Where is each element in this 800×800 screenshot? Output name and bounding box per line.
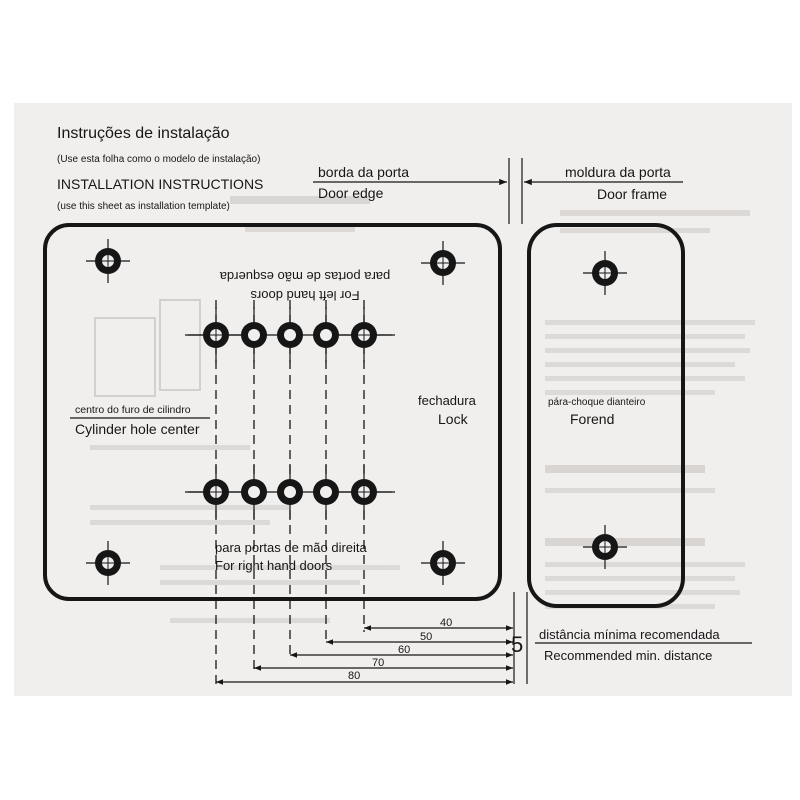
lock-hole-upper-1: [188, 307, 244, 363]
lock-hole-lower-5: [336, 464, 392, 520]
lock-hole-lower-4: [313, 464, 339, 520]
left-hand-label-group: For left hand doors para portas de mão e…: [219, 269, 390, 303]
dimension-40-label: 40: [440, 617, 452, 629]
left-hand-label-pt: para portas de mão esquerda: [219, 269, 390, 284]
forend-hole-top: [583, 251, 627, 295]
lock-hole-upper-5: [336, 307, 392, 363]
forend-plate-outline: [527, 223, 685, 608]
lock-hole-lower-1: [188, 464, 244, 520]
subtitle-en: (use this sheet as installation template…: [57, 201, 230, 212]
subtitle-pt: (Use esta folha como o modelo de instala…: [57, 154, 260, 165]
door-edge-label-en: Door edge: [318, 185, 384, 201]
min-distance-label-en: Recommended min. distance: [544, 648, 712, 663]
min-distance-label-pt: distância mínima recomendada: [539, 627, 720, 642]
lock-hole-lower-2: [241, 464, 267, 520]
lock-label-en: Lock: [438, 411, 469, 427]
corner-hole-bottom-right: [421, 541, 465, 585]
cylinder-label-pt: centro do furo de cilindro: [75, 404, 191, 416]
forend-label-en: Forend: [570, 411, 614, 427]
lock-hole-upper-3: [277, 307, 303, 363]
lock-label-pt: fechadura: [418, 393, 477, 408]
lock-hole-upper-4: [313, 307, 339, 363]
door-frame-label-en: Door frame: [597, 186, 667, 202]
mounting-holes: [86, 239, 627, 585]
dimension-60-label: 60: [398, 644, 410, 656]
title-en: INSTALLATION INSTRUCTIONS: [57, 176, 263, 192]
dimension-80-label: 80: [348, 670, 360, 682]
left-hand-label-en: For left hand doors: [250, 288, 360, 303]
dimension-arrows: [216, 625, 513, 685]
title-pt: Instruções de instalação: [57, 125, 230, 142]
bleed-through-decoration: [90, 196, 755, 623]
forend-hole-bottom: [583, 525, 627, 569]
corner-hole-bottom-left: [86, 541, 130, 585]
right-hand-label-en: For right hand doors: [215, 558, 333, 573]
lock-hole-upper-2: [241, 307, 267, 363]
corner-hole-top-left: [86, 239, 130, 283]
right-hand-label-pt: para portas de mão direita: [215, 540, 368, 555]
cylinder-label-en: Cylinder hole center: [75, 421, 200, 437]
forend-label-pt: pára-choque dianteiro: [548, 397, 646, 408]
lock-plate-outline: [43, 223, 502, 601]
corner-hole-top-right: [421, 241, 465, 285]
dimension-70-label: 70: [372, 657, 384, 669]
min-distance-value: 5: [511, 632, 523, 657]
door-edge-label-pt: borda da porta: [318, 164, 409, 180]
door-frame-label-pt: moldura da porta: [565, 164, 671, 180]
lock-hole-lower-3: [277, 464, 303, 520]
dimension-50-label: 50: [420, 631, 432, 643]
